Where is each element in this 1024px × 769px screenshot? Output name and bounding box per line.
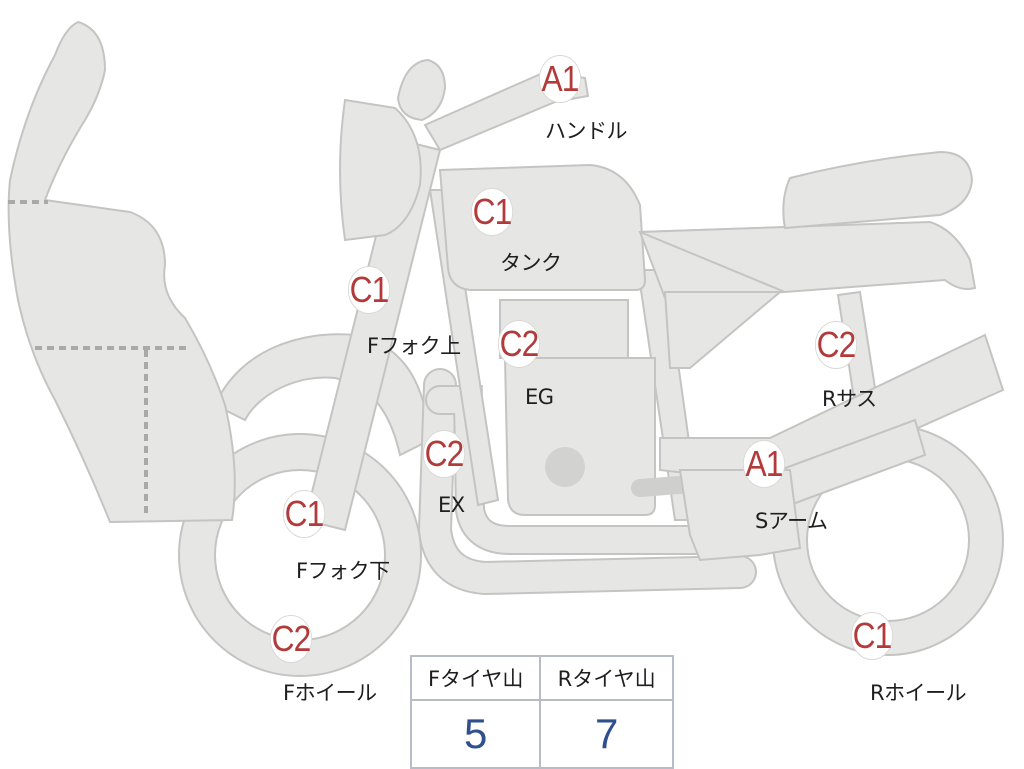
label-handle: ハンドル [545,119,628,143]
grade-badge-sarm: A1 [740,440,788,488]
label-tank: タンク [500,251,562,275]
grade-badge-rwheel: C1 [848,612,896,660]
side-cover [663,291,783,369]
grade-badge-ffork-lo: C1 [280,490,328,538]
rear-tread-header: Rタイヤ山 [539,655,674,701]
mirror [396,58,447,122]
tail-cowl [782,150,974,230]
swing-arm-lower [678,469,802,562]
grade-badge-fwheel: C2 [267,615,315,663]
label-fwheel: Fホイール [283,681,377,705]
exhaust-outer-fill [419,370,755,594]
tire-tread-value-row: 5 7 [409,699,674,769]
rear-tread-value: 7 [539,699,674,769]
grade-badge-tank: C1 [468,188,516,236]
grade-badge-ffork-up: C1 [345,266,393,314]
headlight-cowl [339,98,422,242]
front-fork [303,138,442,532]
front-tread-value: 5 [409,699,542,769]
engine-block [499,299,656,516]
label-sarm: Sアーム [755,509,828,533]
label-ffork-lo: Fフォク下 [296,559,390,583]
label-rsus: Rサス [822,387,877,411]
seat [639,220,977,294]
engine-cover [545,447,585,487]
label-ex: EX [438,493,465,517]
front-fairing [7,20,236,524]
grade-badge-rsus: C2 [812,321,860,369]
label-ffork-up: Fフォク上 [367,334,461,358]
exhaust-inner-fill [427,387,713,553]
grade-badge-ex: C2 [420,430,468,478]
tire-tread-table: Fタイヤ山 Rタイヤ山 5 7 [409,655,674,769]
front-tread-header: Fタイヤ山 [409,655,542,701]
grade-badge-eg: C2 [495,320,543,368]
grade-badge-handle: A1 [536,55,584,103]
tire-tread-header-row: Fタイヤ山 Rタイヤ山 [409,655,674,701]
label-eg: EG [525,385,554,409]
label-rwheel: Rホイール [870,681,967,705]
